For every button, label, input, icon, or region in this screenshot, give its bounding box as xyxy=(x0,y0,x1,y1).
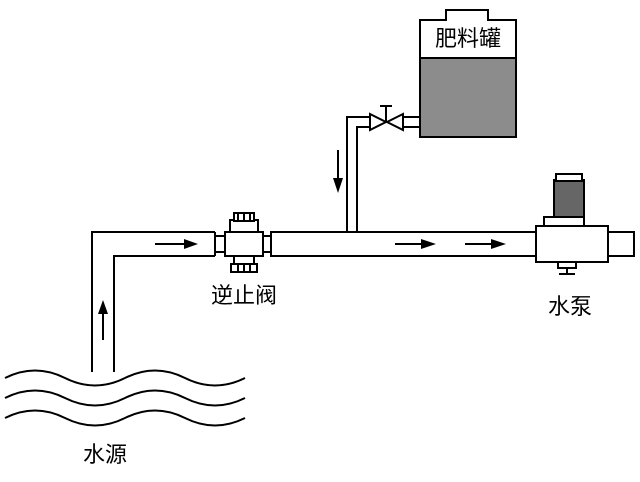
fertilizer-branch-pipe xyxy=(346,116,420,232)
check-valve-label: 逆止阀 xyxy=(211,284,277,309)
water-source-label: 水源 xyxy=(83,443,127,468)
branch-valve xyxy=(369,105,404,132)
flow-arrow-right-1 xyxy=(155,239,198,249)
flow-arrow-up xyxy=(98,300,108,340)
water-pump xyxy=(535,173,635,275)
water-pump-label: 水泵 xyxy=(548,295,592,320)
fertilizer-tank-label: 肥料罐 xyxy=(435,27,501,52)
inlet-pipe xyxy=(91,231,216,372)
flow-arrow-right-2 xyxy=(395,239,436,249)
flow-arrow-right-3 xyxy=(465,239,506,249)
fertilizer-tank xyxy=(419,9,517,138)
water-waves xyxy=(4,369,246,427)
flow-arrow-down xyxy=(333,150,343,193)
check-valve xyxy=(214,212,272,273)
